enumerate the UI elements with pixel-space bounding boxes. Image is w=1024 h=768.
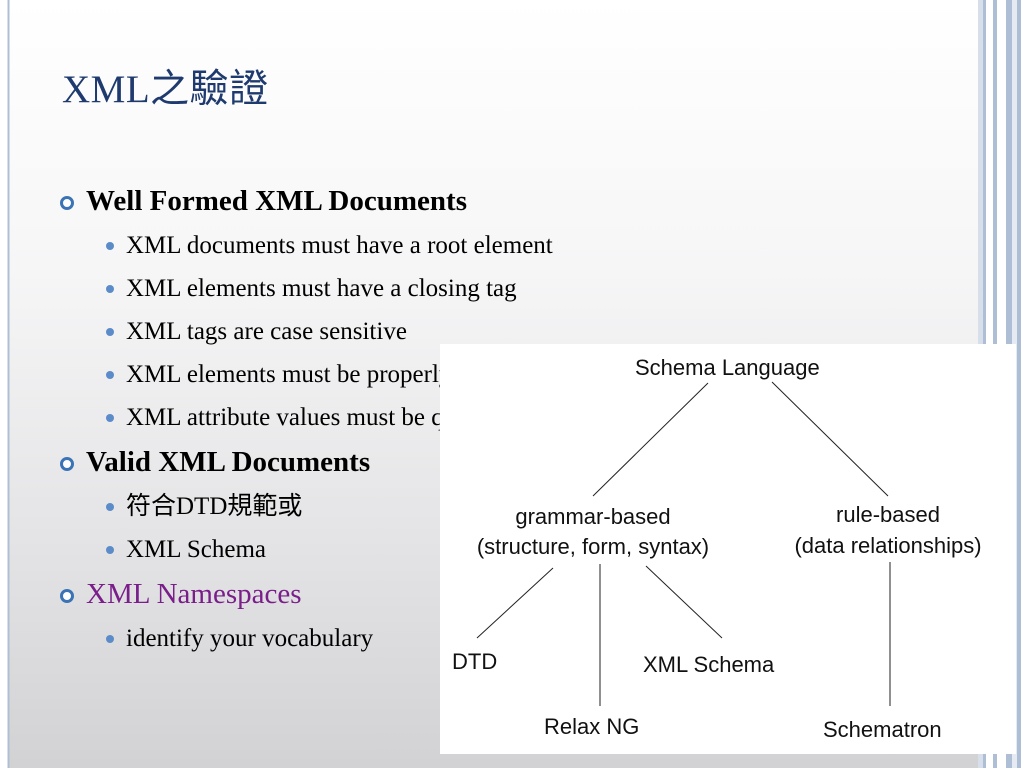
diagram-leaf-relaxng: Relax NG xyxy=(544,714,639,739)
edge-grammar-xmlschema xyxy=(645,565,723,639)
dot-bullet-icon xyxy=(106,285,114,293)
diagram-leaf-schematron: Schematron xyxy=(823,717,942,742)
list-item: XML tags are case sensitive xyxy=(60,310,620,353)
ring-bullet-icon xyxy=(60,457,74,471)
dot-bullet-icon xyxy=(106,503,114,511)
edge-grammar-dtd xyxy=(476,567,554,639)
left-edge-decoration xyxy=(0,0,12,768)
namespaces-link[interactable]: XML Namespaces xyxy=(86,578,302,610)
diagram-rule-sublabel: (data relationships) xyxy=(794,533,981,558)
schema-language-diagram: Schema Language grammar-based (structure… xyxy=(440,344,1016,754)
dot-bullet-icon xyxy=(106,371,114,379)
diagram-leaf-xmlschema: XML Schema xyxy=(643,652,775,677)
section-namespaces[interactable]: XML Namespaces xyxy=(60,575,620,613)
dot-bullet-icon xyxy=(106,546,114,554)
section-heading: Well Formed XML Documents xyxy=(86,185,467,217)
ring-bullet-icon xyxy=(60,589,74,603)
section-well-formed: Well Formed XML Documents xyxy=(60,182,620,220)
diagram-leaf-dtd: DTD xyxy=(452,649,497,674)
edge-root-rule xyxy=(771,381,889,497)
diagram-grammar-sublabel: (structure, form, syntax) xyxy=(477,534,709,559)
list-item: XML Schema xyxy=(60,528,620,571)
list-item: 符合DTD規範或 xyxy=(60,485,620,528)
list-item: XML elements must have a closing tag xyxy=(60,267,620,310)
list-item: identify your vocabulary xyxy=(60,617,620,660)
list-item: XML attribute values must be quoted xyxy=(60,396,620,439)
section-heading: Valid XML Documents xyxy=(86,446,371,478)
edge-root-grammar xyxy=(592,382,709,497)
diagram-rule-label: rule-based xyxy=(836,502,940,527)
list-item: XML documents must have a root element xyxy=(60,224,620,267)
dot-bullet-icon xyxy=(106,328,114,336)
ring-bullet-icon xyxy=(60,196,74,210)
dot-bullet-icon xyxy=(106,242,114,250)
dot-bullet-icon xyxy=(106,635,114,643)
slide-title: XML之驗證 xyxy=(62,68,269,111)
diagram-svg: Schema Language grammar-based (structure… xyxy=(452,355,982,742)
diagram-root-label: Schema Language xyxy=(635,355,820,380)
diagram-grammar-label: grammar-based xyxy=(515,504,670,529)
dot-bullet-icon xyxy=(106,414,114,422)
bullet-content: Well Formed XML Documents XML documents … xyxy=(60,182,620,660)
section-valid: Valid XML Documents xyxy=(60,443,620,481)
